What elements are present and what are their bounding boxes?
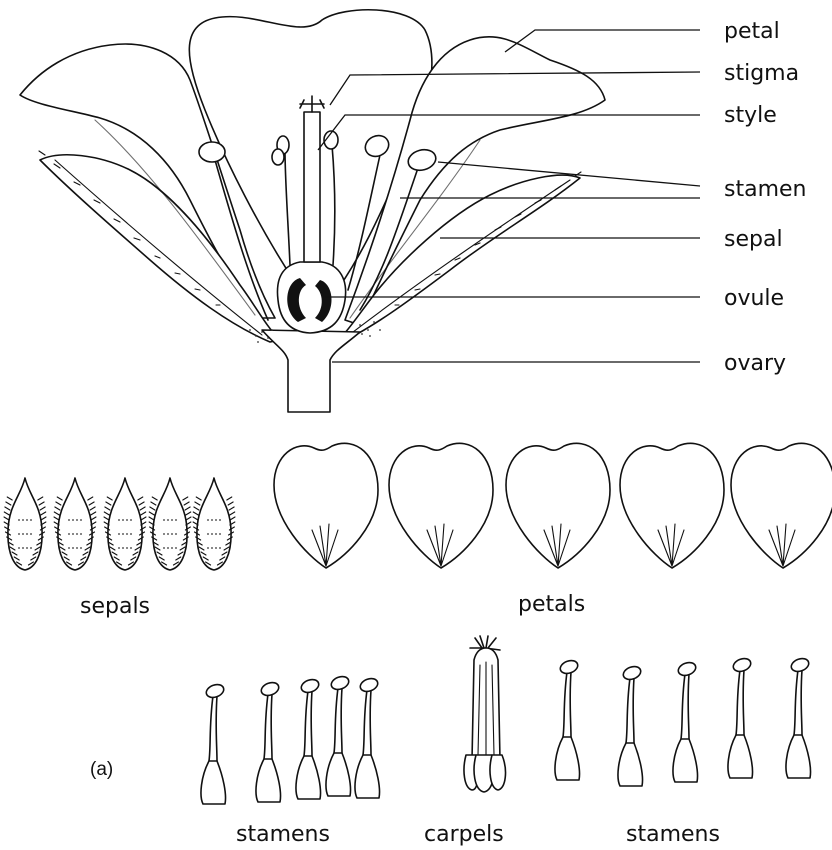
- stamen-right-2: [618, 664, 643, 786]
- label-petal: petal: [724, 19, 780, 44]
- stamen-left-3: [296, 677, 321, 799]
- sepal-1: [4, 478, 46, 570]
- stamen-left-anther: [199, 142, 225, 162]
- sepal-5: [193, 478, 235, 570]
- label-stigma: stigma: [724, 61, 799, 86]
- sepal-3: [104, 478, 146, 570]
- petal-3: [506, 443, 610, 568]
- sepals-row: [4, 478, 235, 570]
- label-carpels: carpels: [424, 822, 504, 847]
- stamen-right-1: [555, 658, 580, 780]
- flower-cross-section: [20, 10, 605, 412]
- carpels-group: [464, 636, 505, 792]
- label-sepal: sepal: [724, 227, 783, 252]
- stamen-right-5: [786, 656, 811, 778]
- stamen-right-4: [728, 656, 753, 778]
- label-ovary: ovary: [724, 351, 786, 376]
- receptacle: [262, 330, 360, 412]
- stamens-right-group: [555, 656, 811, 786]
- label-stamen: stamen: [724, 177, 806, 202]
- petal-4: [620, 443, 724, 568]
- sepal-2: [54, 478, 96, 570]
- label-ovule: ovule: [724, 286, 784, 311]
- stamens-left-group: [201, 674, 380, 804]
- petal-5: [731, 443, 832, 568]
- label-stamens-left: stamens: [236, 822, 330, 847]
- stamen-left-1: [201, 682, 226, 804]
- label-stamens-right: stamens: [626, 822, 720, 847]
- petal-1: [274, 443, 378, 568]
- label-petals: petals: [518, 592, 585, 617]
- label-sepals: sepals: [80, 594, 150, 619]
- petals-row: [274, 443, 832, 568]
- sepal-4: [149, 478, 191, 570]
- stamen-right-3: [673, 660, 698, 782]
- figure-tag: (a): [90, 759, 113, 780]
- stamen-left-5: [355, 676, 380, 798]
- stamen-left-4: [326, 674, 351, 796]
- petal-2: [389, 443, 493, 568]
- stamen-left-2: [256, 680, 281, 802]
- style: [304, 112, 320, 262]
- label-style: style: [724, 103, 777, 128]
